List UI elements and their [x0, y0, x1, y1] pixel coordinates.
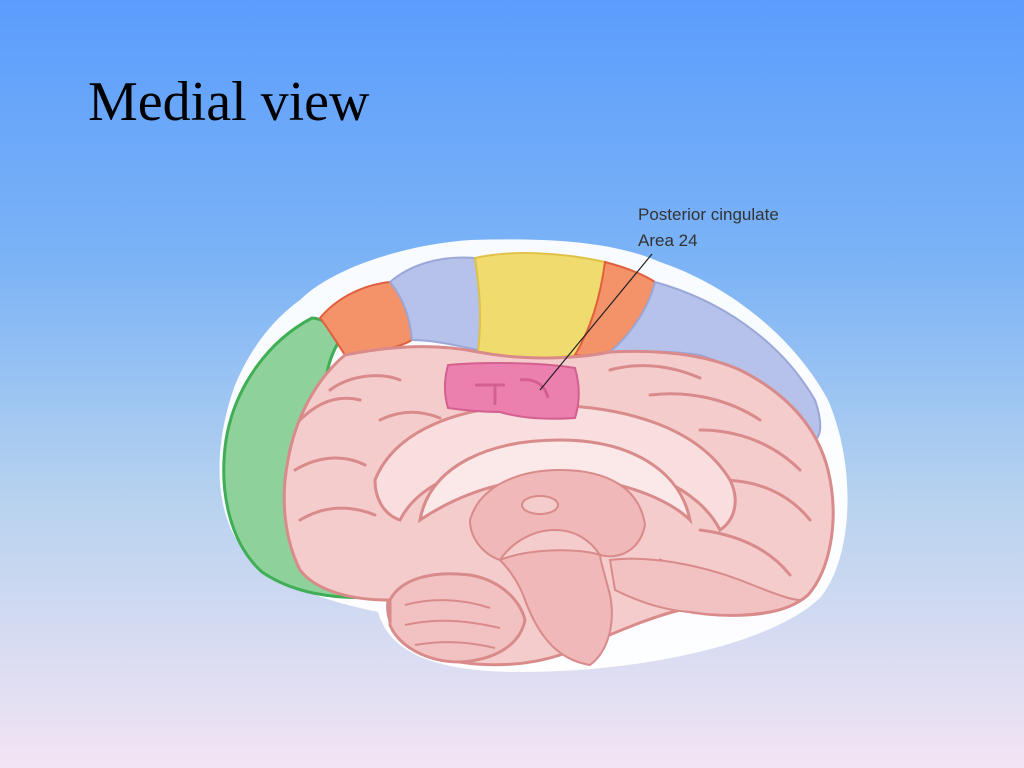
- cerebellum: [388, 572, 527, 664]
- brainstem: [498, 549, 613, 667]
- callout-label-line1: Posterior cingulate: [638, 205, 779, 224]
- slide-title: Medial view: [88, 71, 370, 133]
- thalamus: [468, 468, 647, 562]
- pineal-detail: [521, 495, 559, 515]
- callout-line: [539, 253, 653, 391]
- callout-label-line2: Area 24: [638, 231, 698, 250]
- area24-detail: [475, 378, 550, 405]
- region-pink-area24: [444, 362, 580, 420]
- cerebellum-folia: [404, 599, 501, 649]
- temporal-lobe: [608, 557, 804, 616]
